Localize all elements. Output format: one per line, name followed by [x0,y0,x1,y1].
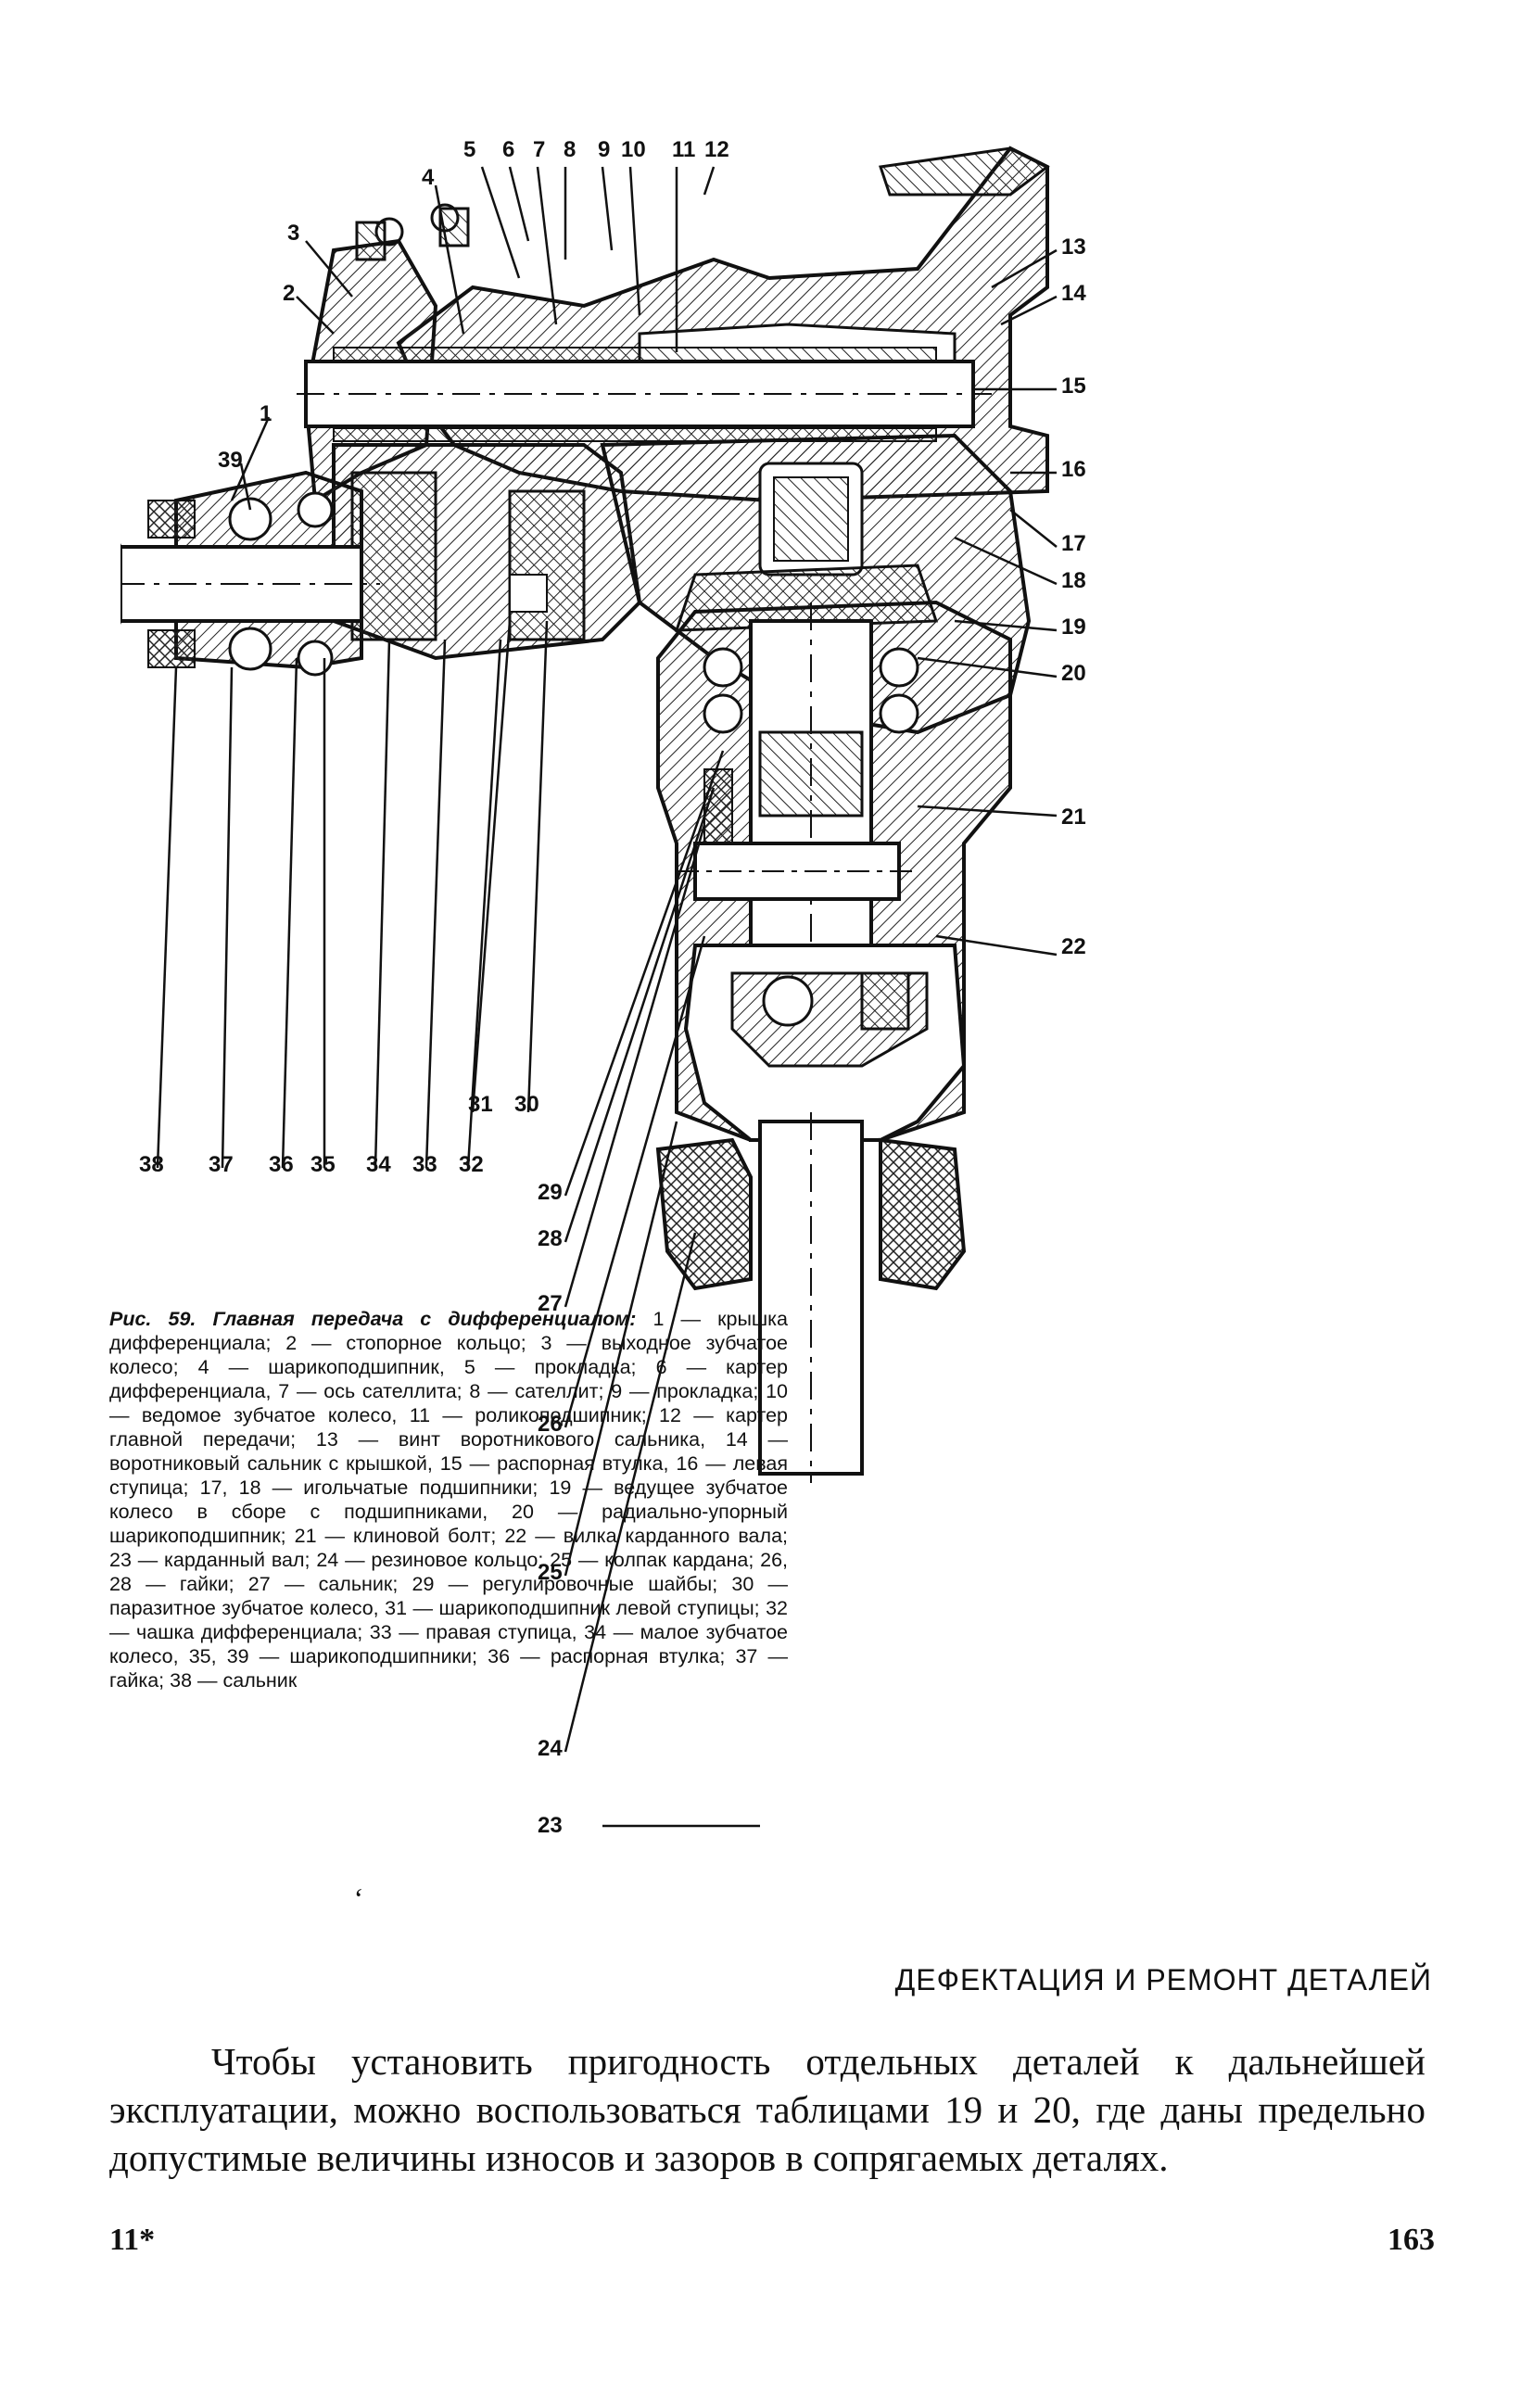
callout-10: 10 [621,137,646,162]
callout-3: 3 [287,221,300,246]
callout-29: 29 [538,1180,563,1205]
callout-1: 1 [260,401,272,426]
gearbox-cross-section-figure: 5 6 7 8 9 10 11 12 4 3 2 1 39 13 14 15 1… [120,139,1353,1872]
callout-18: 18 [1061,568,1086,593]
rubber-ring [655,1137,753,1291]
callout-20: 20 [1061,661,1086,686]
callout-14: 14 [1061,281,1086,306]
callout-28: 28 [538,1226,563,1251]
callout-9: 9 [598,137,611,162]
section-heading: ДЕФЕКТАЦИЯ И РЕМОНТ ДЕТАЛЕЙ [894,1963,1432,1996]
callout-13: 13 [1061,234,1086,260]
callout-15: 15 [1061,374,1086,399]
idler-gear [508,489,586,641]
callout-12: 12 [704,137,729,162]
callout-37: 37 [209,1152,234,1177]
callout-17: 17 [1061,531,1086,556]
body-paragraph: Чтобы установить пригодность отдельных д… [109,2040,1425,2179]
callout-5: 5 [463,137,476,162]
callout-36: 36 [269,1152,294,1177]
callout-34: 34 [366,1152,391,1177]
callout-2: 2 [283,281,296,306]
pinion-bearings [703,647,919,734]
callout-22: 22 [1061,934,1086,959]
callout-7: 7 [533,137,546,162]
callout-24: 24 [538,1736,563,1761]
stray-print-mark: ʻ [352,1882,362,1915]
callout-4: 4 [422,165,435,190]
callout-19: 19 [1061,615,1086,640]
callout-25: 25 [538,1560,563,1585]
figure-caption: Рис. 59. Главная передача с дифференциал… [109,1307,788,1692]
callout-30: 30 [514,1092,539,1117]
printer-signature-mark: 11* [109,2223,156,2257]
caption-heading: Рис. 59. Главная передача с дифференциал… [109,1308,637,1330]
callout-32: 32 [459,1152,484,1177]
page-number: 163 [1387,2223,1435,2257]
callout-6: 6 [502,137,515,162]
output-bearings [147,491,334,677]
callout-26: 26 [538,1412,563,1437]
callout-23: 23 [538,1813,563,1838]
callout-16: 16 [1061,457,1086,482]
callout-38: 38 [139,1152,164,1177]
caption-legend: 1 — крышка дифференциала; 2 — стопорное … [109,1308,788,1692]
callout-35: 35 [310,1152,336,1177]
small-gear [350,471,437,641]
callout-11: 11 [672,137,696,162]
callout-21: 21 [1061,805,1086,830]
cross-section-drawing [120,146,1058,1828]
callout-8: 8 [564,137,576,162]
callout-33: 33 [412,1152,437,1177]
callout-27: 27 [538,1291,563,1316]
callout-31: 31 [468,1092,493,1117]
callout-39: 39 [218,448,243,473]
leader-lines [156,166,1058,1828]
